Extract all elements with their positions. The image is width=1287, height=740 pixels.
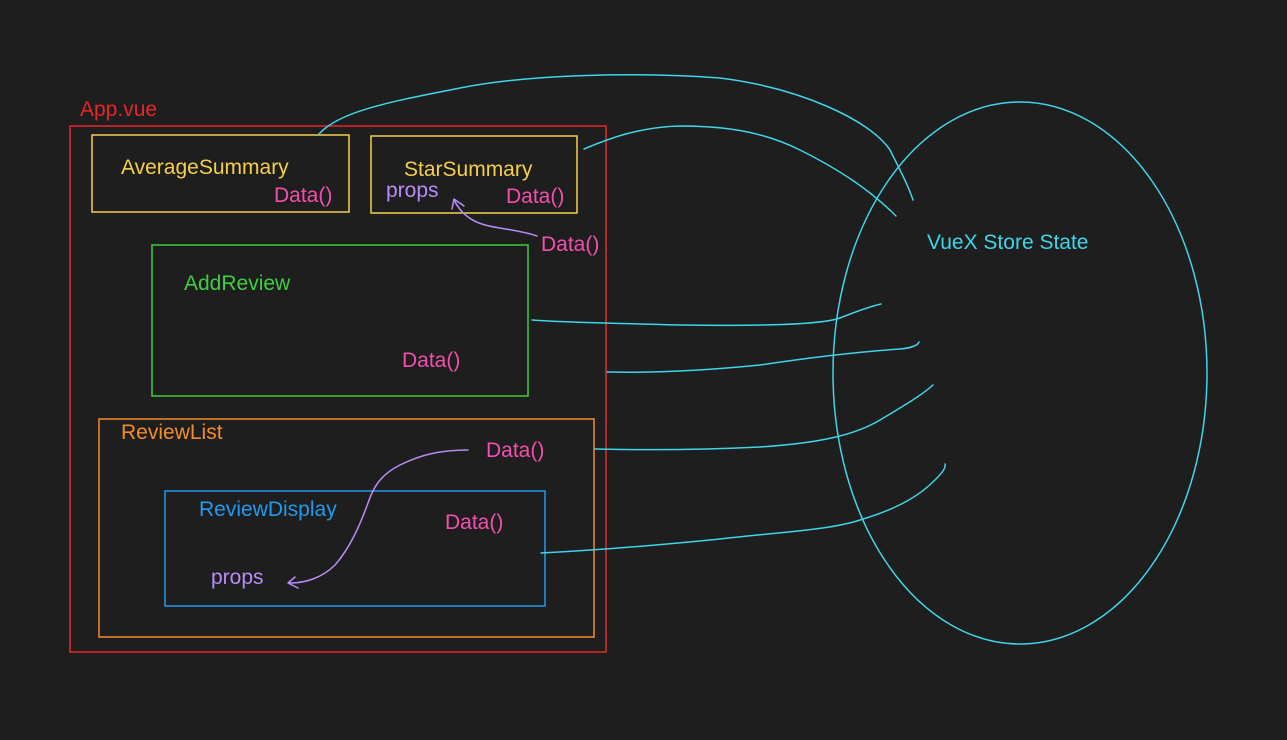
review-display-props-arrow bbox=[289, 449, 469, 584]
star-summary-label: StarSummary bbox=[404, 158, 533, 181]
store-label: VueX Store State bbox=[927, 231, 1089, 254]
average-summary-label: AverageSummary bbox=[121, 156, 289, 179]
add-review-data: Data() bbox=[402, 349, 461, 372]
star-summary-props: props bbox=[386, 179, 439, 202]
average-summary-box bbox=[91, 134, 350, 213]
review-list-data: Data() bbox=[486, 439, 545, 462]
add-review-label: AddReview bbox=[184, 272, 291, 295]
connector-star-summary bbox=[583, 125, 897, 217]
star-summary-box bbox=[370, 135, 578, 214]
average-summary-data: Data() bbox=[274, 184, 333, 207]
star-summary-outer-data: Data() bbox=[541, 233, 600, 256]
review-display-props-arrowhead bbox=[287, 576, 299, 589]
add-review-box bbox=[151, 244, 529, 397]
connector-app bbox=[606, 341, 920, 373]
app-label: App.vue bbox=[80, 98, 158, 121]
connector-review-display bbox=[540, 463, 946, 554]
star-summary-props-arrowhead bbox=[451, 198, 465, 210]
app-box bbox=[69, 125, 607, 653]
review-list-box bbox=[98, 418, 595, 638]
star-summary-data: Data() bbox=[506, 185, 565, 208]
review-display-data: Data() bbox=[445, 511, 504, 534]
connector-add-review bbox=[531, 303, 882, 327]
store-ellipse bbox=[832, 101, 1208, 645]
review-display-props: props bbox=[211, 566, 264, 589]
review-list-label: ReviewList bbox=[121, 421, 223, 444]
review-display-label: ReviewDisplay bbox=[199, 498, 337, 521]
connector-average-summary bbox=[318, 74, 914, 201]
review-display-box bbox=[164, 490, 546, 607]
star-summary-props-arrow bbox=[453, 199, 538, 237]
connector-review-list bbox=[594, 384, 934, 451]
